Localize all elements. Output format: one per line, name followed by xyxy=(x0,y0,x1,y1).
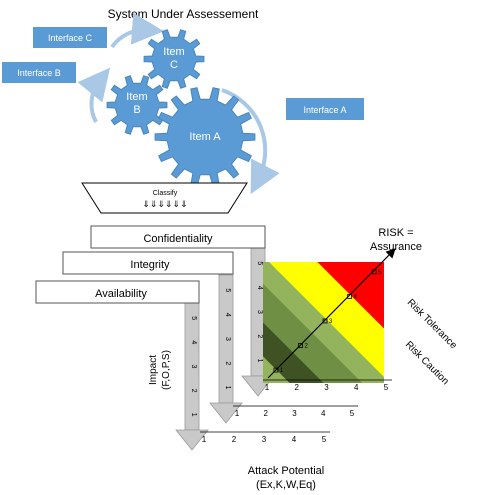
interface-c-box xyxy=(33,27,107,48)
axis-tick-label: 2 xyxy=(264,409,269,418)
diagonal-point xyxy=(347,293,353,299)
axis-tick-label: 5 xyxy=(350,409,355,418)
shaft-number: 4 xyxy=(256,286,263,290)
diagonal-point-label: 4 xyxy=(354,294,358,300)
shaft-number: 4 xyxy=(190,340,197,344)
gear-item-c xyxy=(143,29,205,89)
shaft-numbers: 5 4 3 2 1 5 4 3 2 1 5 4 3 2 1 xyxy=(190,261,263,416)
shaft-number: 2 xyxy=(256,334,263,338)
diagonal-point-label: 5 xyxy=(378,270,382,276)
attack-axes: 1 2 3 4 5 1 2 3 4 5 1 2 3 4 5 xyxy=(200,379,392,444)
shaft-number: 2 xyxy=(224,361,231,365)
classify-label: Classify xyxy=(153,190,178,197)
axis-tick-label: 2 xyxy=(295,383,300,392)
axis-tick-label: 3 xyxy=(324,383,329,392)
shaft-number: 5 xyxy=(256,261,263,265)
shaft-number: 1 xyxy=(190,413,197,417)
diagram-title: System Under Assessement xyxy=(108,7,259,21)
axis-tick-label: 4 xyxy=(354,383,359,392)
diagonal-point xyxy=(273,367,279,373)
risk-diagonal-arrow xyxy=(267,248,396,379)
axis-tick-label: 1 xyxy=(202,435,207,444)
item-a-label: Item A xyxy=(189,131,221,143)
risk-matrix: 1 2 3 4 5 xyxy=(263,248,396,383)
item-b-label-2: B xyxy=(133,104,140,116)
attack-potential-label-1: Attack Potential xyxy=(248,465,324,477)
shaft-number: 2 xyxy=(190,389,197,393)
axis-tick-label: 3 xyxy=(262,435,267,444)
shaft-number: 5 xyxy=(224,288,231,292)
axis-tick-label: 4 xyxy=(292,435,297,444)
axis-tick-label: 5 xyxy=(322,435,327,444)
gear-item-a xyxy=(154,87,256,187)
shaft-number: 4 xyxy=(224,313,231,317)
diagonal-point-label: 1 xyxy=(280,368,284,374)
risk-zone-red xyxy=(317,262,384,329)
axis-tick-label: 1 xyxy=(265,383,270,392)
integrity-box xyxy=(62,251,234,275)
gear-b-shape xyxy=(106,75,168,135)
diagonal-point-label: 2 xyxy=(304,344,308,350)
availability-box xyxy=(35,280,200,304)
integrity-shaft xyxy=(209,274,243,424)
item-b-label-1: Item xyxy=(126,91,147,103)
item-c-label-1: Item xyxy=(163,46,184,58)
interface-b-box xyxy=(2,62,76,83)
interface-a-arc xyxy=(221,88,280,195)
shaft-number: 3 xyxy=(190,365,197,369)
gear-item-b xyxy=(106,75,168,135)
axis-tick-label: 4 xyxy=(321,409,326,418)
interface-c-label: Interface C xyxy=(48,33,93,43)
risk-label-2: Assurance xyxy=(370,241,422,253)
shaft-number: 5 xyxy=(190,316,197,320)
diagonal-point xyxy=(371,269,377,275)
diagonal-point-label: 3 xyxy=(329,319,333,325)
impact-label-2: (F,O,P,S) xyxy=(161,350,172,390)
availability-label: Availability xyxy=(95,288,147,300)
axis-tick-label: 3 xyxy=(292,409,297,418)
gear-c-shape xyxy=(143,29,205,89)
interface-b-arc xyxy=(77,67,111,123)
interface-b-label: Interface B xyxy=(17,68,61,78)
risk-caution-label: Risk Caution xyxy=(403,339,451,387)
confidentiality-box xyxy=(90,225,266,249)
classify-arrows: ⇓⇓⇓⇓⇓⇓ xyxy=(142,199,187,209)
diagonal-point xyxy=(322,318,328,324)
impact-label-1: Impact xyxy=(148,355,159,385)
diagonal-point xyxy=(298,343,303,348)
availability-shaft xyxy=(175,302,209,451)
integrity-label: Integrity xyxy=(130,259,170,271)
gear-a-shape xyxy=(154,87,256,187)
shaft-number: 1 xyxy=(256,359,263,363)
item-c-label-2: C xyxy=(170,59,178,71)
axis-tick-label: 1 xyxy=(235,409,240,418)
axis-tick-label: 2 xyxy=(232,435,237,444)
risk-label-1: RISK = xyxy=(378,227,413,239)
shaft-number: 3 xyxy=(256,310,263,314)
interface-a-box xyxy=(286,98,364,120)
classify-funnel xyxy=(81,182,248,214)
attack-potential-label-2: (Ex,K,W,Eq) xyxy=(256,479,316,491)
shaft-number: 1 xyxy=(224,386,231,390)
confidentiality-label: Confidentiality xyxy=(143,233,213,245)
interface-c-arc xyxy=(110,12,164,49)
axis-tick-label: 5 xyxy=(384,383,389,392)
shaft-number: 3 xyxy=(224,337,231,341)
interface-a-label: Interface A xyxy=(303,105,346,115)
